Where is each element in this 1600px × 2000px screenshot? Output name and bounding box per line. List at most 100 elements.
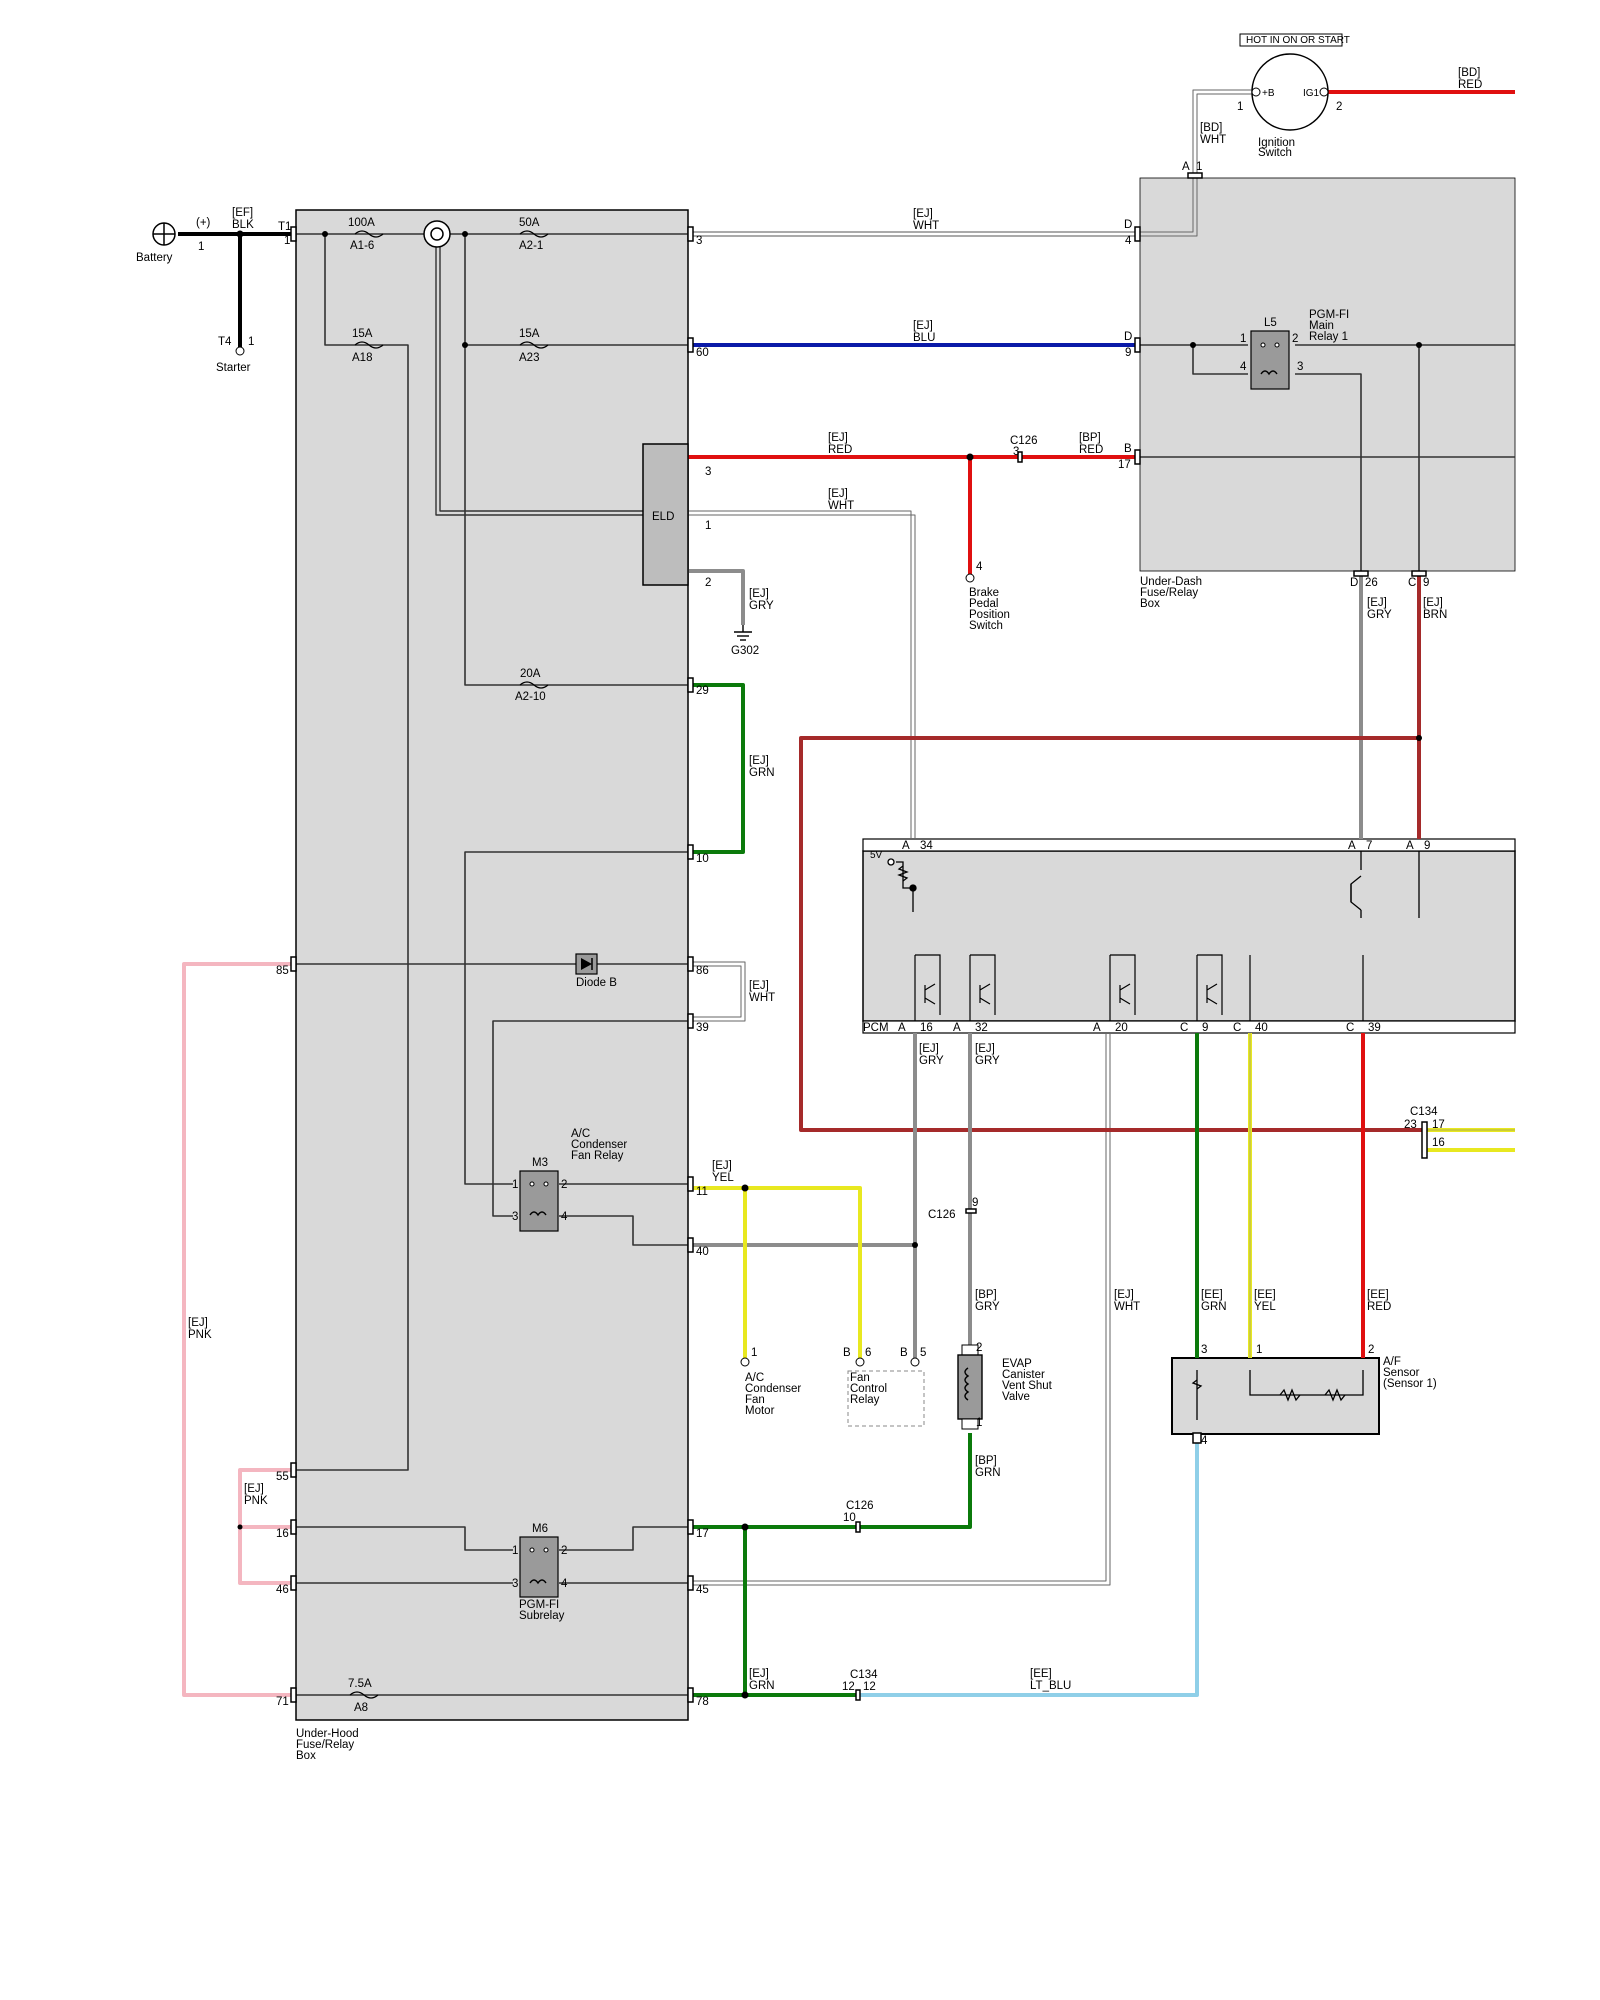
eld-module xyxy=(642,443,689,586)
wire-label-harness: [EE] xyxy=(1030,1668,1052,1680)
wire-label-harness: [EJ] xyxy=(749,1668,769,1680)
wire-wht-eld-pcm xyxy=(688,514,916,839)
af-sensor-box xyxy=(1171,1357,1380,1435)
main-relay-label: PGM-FI xyxy=(1309,309,1349,321)
pin-label: 4 xyxy=(1125,235,1132,247)
pin-label: 78 xyxy=(696,1696,709,1708)
wire-internal-m3-40 xyxy=(559,1215,688,1246)
pin-label: 1 xyxy=(751,1347,757,1359)
wire-label-harness: [EJ] xyxy=(749,980,769,992)
conn-a: A xyxy=(1348,840,1356,852)
diode-label: Diode B xyxy=(576,977,617,989)
ignition-switch-icon xyxy=(1239,33,1343,131)
underdash-label: Under-Dash xyxy=(1140,576,1202,588)
pin-label: 2 xyxy=(1368,1344,1374,1356)
underhood-label: Fuse/Relay xyxy=(296,1739,354,1751)
c134-label: C134 xyxy=(1410,1106,1438,1118)
pin-label: 1 xyxy=(1196,161,1202,173)
ignition-ig1-label: IG1 xyxy=(1303,88,1320,99)
pin-label: 16 xyxy=(1432,1137,1445,1149)
wire-label-color: GRY xyxy=(1367,609,1392,621)
ac-fan-motor-terminal-icon xyxy=(740,1357,750,1367)
pin-label: 10 xyxy=(843,1512,856,1524)
wire-label-harness: [EJ] xyxy=(1367,597,1387,609)
wire-label-color: RED xyxy=(828,444,852,456)
conn-b: B xyxy=(843,1347,851,1359)
fan-control-label: Control xyxy=(850,1383,887,1395)
wire-label-harness: [EJ] xyxy=(749,588,769,600)
af-sensor-internals xyxy=(1191,1370,1364,1420)
fan-control-relay-box xyxy=(847,1370,925,1427)
wire-label-harness: [EJ] xyxy=(919,1043,939,1055)
pin-label: 3 xyxy=(1013,446,1019,458)
conn-a: A xyxy=(953,1022,961,1034)
wire-label-color: WHT xyxy=(913,220,939,232)
wire-label-harness: [EJ] xyxy=(1423,597,1443,609)
fuse-id: A23 xyxy=(519,352,539,364)
ac-relay-label: Fan Relay xyxy=(571,1150,624,1162)
pin-label: 4 xyxy=(561,1211,568,1223)
af-sensor-label: Sensor xyxy=(1383,1367,1420,1379)
pin-label: 1 xyxy=(1256,1344,1262,1356)
wire-label-color: GRN xyxy=(975,1467,1001,1479)
battery-label: Battery xyxy=(136,252,173,264)
wire-label-harness: [BP] xyxy=(1079,432,1101,444)
wire-label-harness: [EE] xyxy=(1201,1289,1223,1301)
wire-internal-eld-2 xyxy=(439,245,643,512)
fan-control-label: Fan xyxy=(850,1372,870,1384)
wire-label-color: YEL xyxy=(712,1172,734,1184)
battery-polarity: (+) xyxy=(196,217,211,229)
wire-label-color: RED xyxy=(1079,444,1103,456)
ignition-b-label: +B xyxy=(1262,88,1275,99)
ac-fan-label: Condenser xyxy=(745,1383,801,1395)
pcm-box xyxy=(862,850,1516,1022)
wire-grn-evap xyxy=(688,1433,972,1529)
pin-label: 10 xyxy=(696,853,709,865)
evap-label: Vent Shut xyxy=(1002,1380,1053,1392)
fan-control-label: Relay xyxy=(850,1394,880,1406)
wire-label-color: WHT xyxy=(1114,1301,1140,1313)
pin-label: 12 xyxy=(863,1681,876,1693)
main-relay-label: Relay 1 xyxy=(1309,331,1348,343)
pin-label: 12 xyxy=(842,1681,855,1693)
pin-label: 40 xyxy=(696,1246,709,1258)
wire-label-color: RED xyxy=(1367,1301,1391,1313)
c126-label: C126 xyxy=(846,1500,874,1512)
pin-label: 2 xyxy=(561,1179,567,1191)
pin-label: 17 xyxy=(1118,459,1131,471)
fuse-amp: 100A xyxy=(348,217,375,229)
evap-valve-icon xyxy=(957,1344,983,1430)
wire-label-color: BRN xyxy=(1423,609,1447,621)
pin-label: 60 xyxy=(696,347,709,359)
ac-relay-label: Condenser xyxy=(571,1139,627,1151)
pin-label: 17 xyxy=(696,1528,709,1540)
wire-label-harness: [EE] xyxy=(1254,1289,1276,1301)
m3-relay-icon xyxy=(519,1170,559,1232)
starter-terminal-icon xyxy=(235,346,245,356)
fuse-amp: 15A xyxy=(519,328,540,340)
conn-a: A xyxy=(1406,840,1414,852)
pin-label: 39 xyxy=(1368,1022,1381,1034)
m6-relay-icon xyxy=(519,1536,559,1598)
ac-fan-label: Motor xyxy=(745,1405,775,1417)
diode-icon xyxy=(575,953,598,975)
fuse-id: A18 xyxy=(352,352,372,364)
wire-label-harness: [EJ] xyxy=(244,1483,264,1495)
pin-label: 4 xyxy=(561,1578,568,1590)
ac-relay-label: A/C xyxy=(571,1128,590,1140)
pin-label: 34 xyxy=(920,840,933,852)
wire-yel-fanctrl xyxy=(745,1186,862,1360)
pin-label: 16 xyxy=(920,1022,933,1034)
wire-ud-internal-relay4 xyxy=(1192,345,1248,375)
conn-c: C xyxy=(1233,1022,1241,1034)
wire-label-color: GRY xyxy=(749,600,774,612)
wire-wht-bd xyxy=(1196,93,1252,176)
wire-label-color: GRY xyxy=(919,1055,944,1067)
subrelay-label: Subrelay xyxy=(519,1610,565,1622)
wire-label-harness: [BP] xyxy=(975,1455,997,1467)
main-relay-label: Main xyxy=(1309,320,1334,332)
wire-wht-86-39 xyxy=(688,965,742,1018)
l5-label: L5 xyxy=(1264,317,1277,329)
pin-label: 5 xyxy=(920,1347,926,1359)
wire-label-color: YEL xyxy=(1254,1301,1276,1313)
